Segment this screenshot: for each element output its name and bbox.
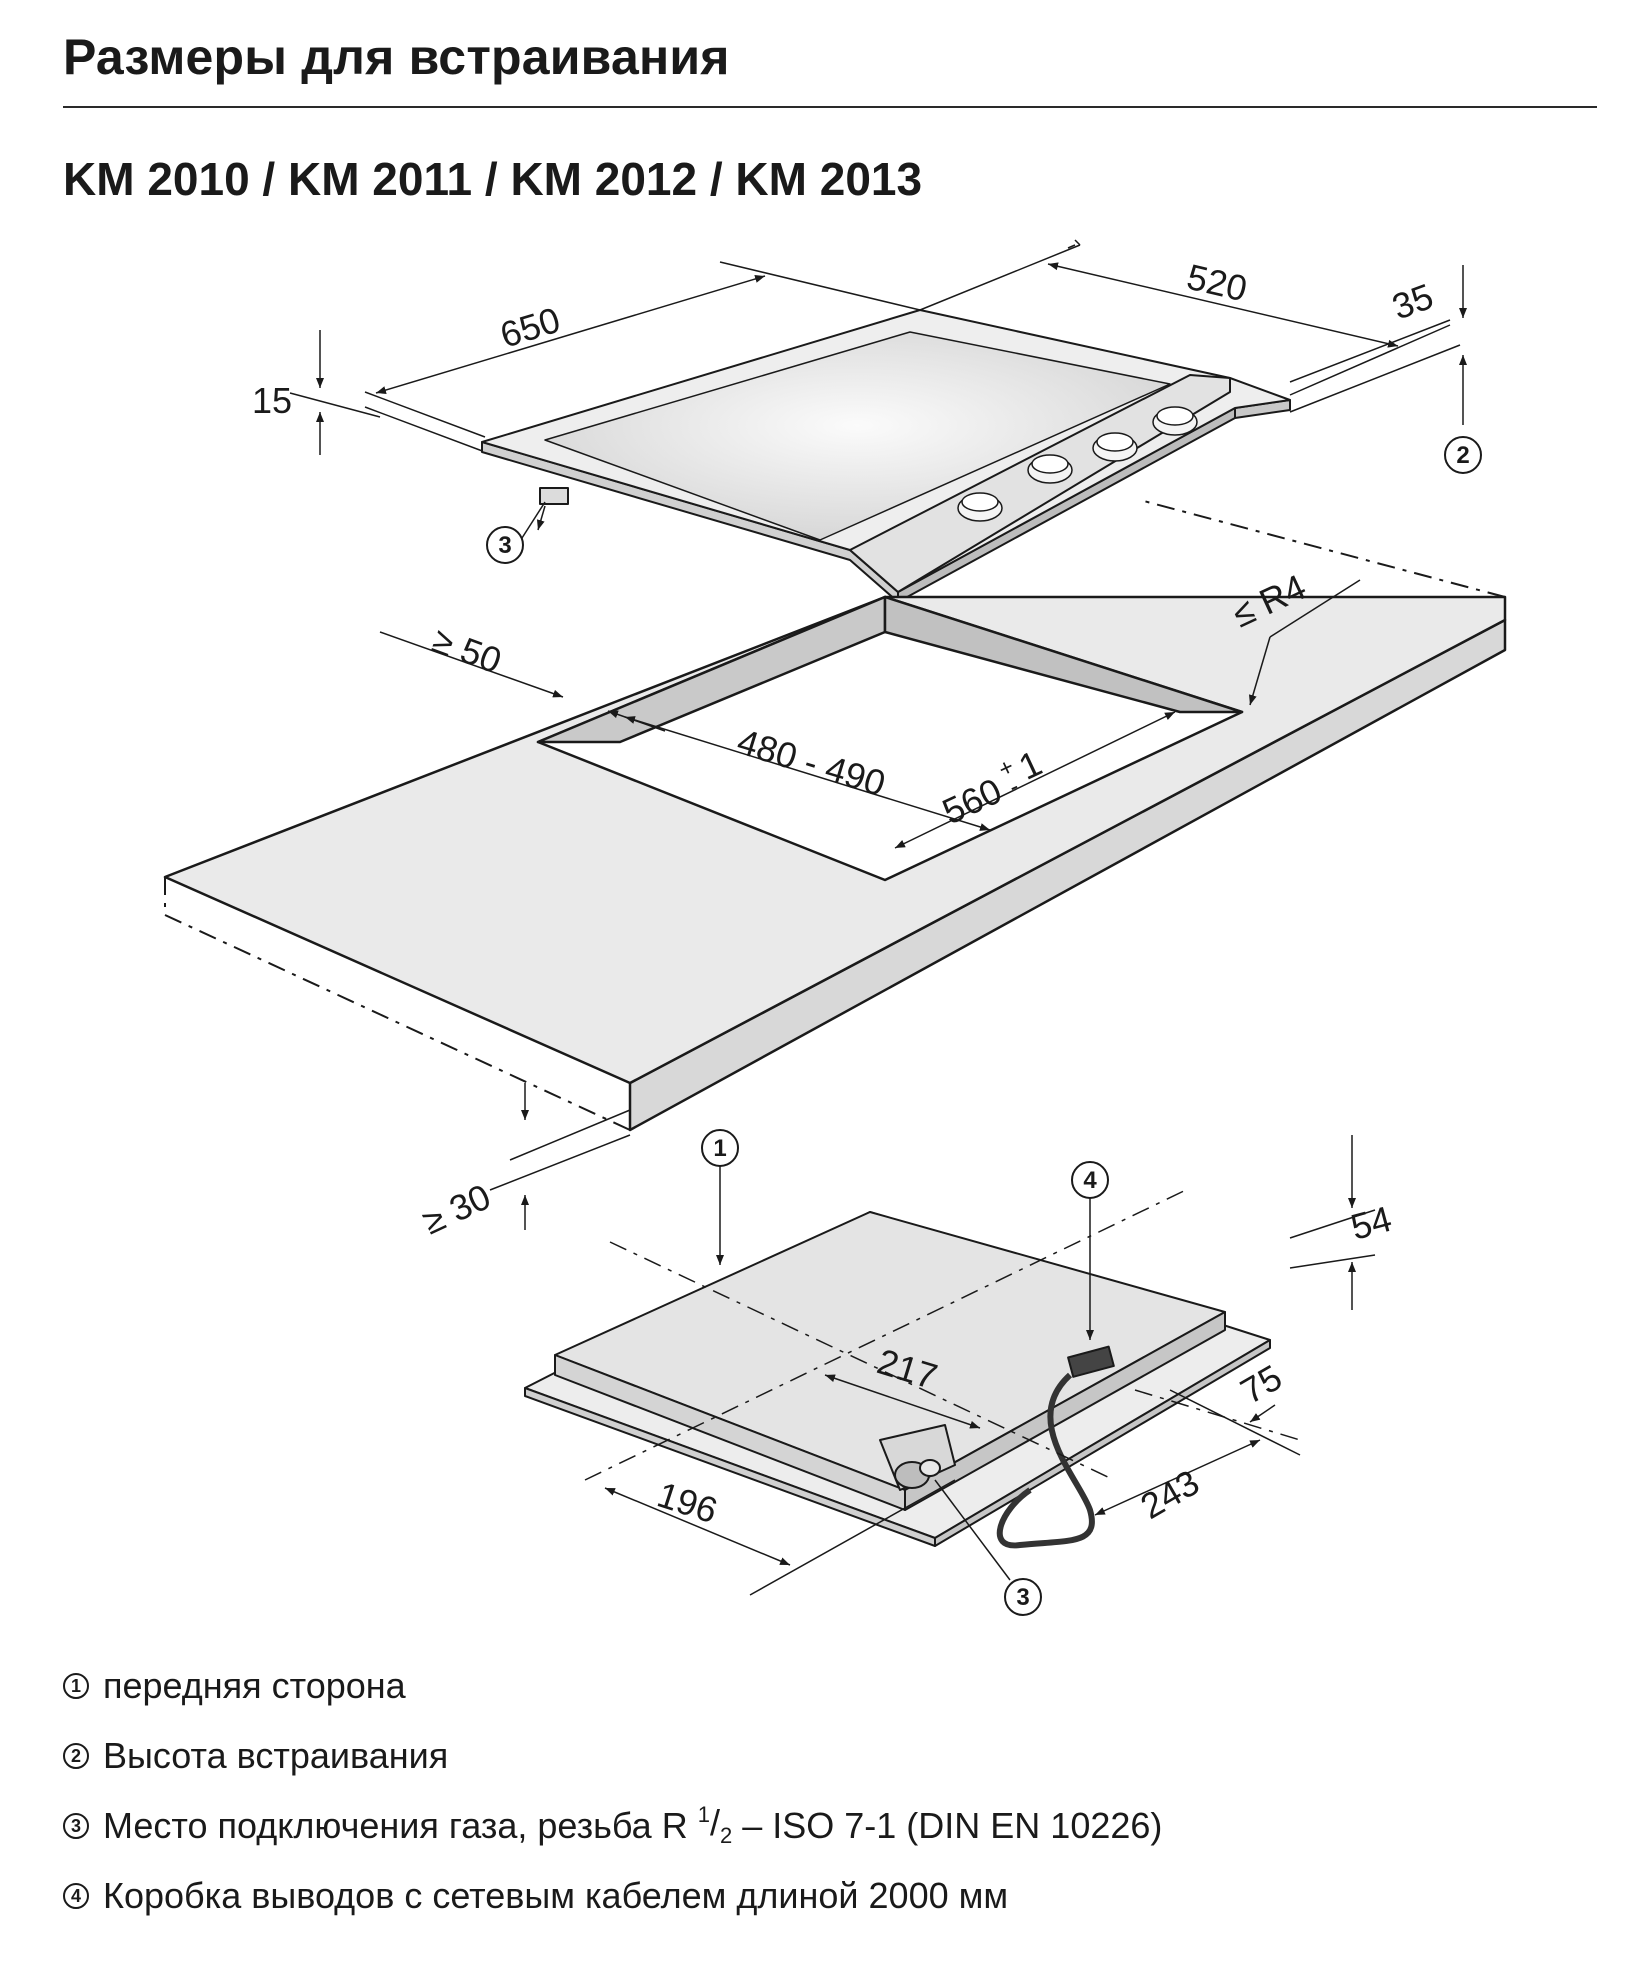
legend-text-4: Коробка выводов с сетевым кабелем длиной…: [103, 1875, 1009, 1916]
legend-badge-2: 2: [63, 1743, 89, 1769]
dim-196: 196: [653, 1474, 723, 1532]
dim-243: 243: [1134, 1461, 1207, 1527]
dim-min-30: ≥ 30: [416, 1176, 497, 1243]
legend-text-1: передняя сторона: [103, 1665, 406, 1706]
dim-15: 15: [252, 380, 292, 421]
legend-item-terminal-box: 4 Коробка выводов с сетевым кабелем длин…: [63, 1875, 1162, 1916]
legend-text-3a: Место подключения газа, резьба R: [103, 1805, 698, 1846]
svg-text:2: 2: [1456, 442, 1469, 469]
callout-3-bottom: 3: [1004, 1578, 1042, 1616]
callout-2: 2: [1444, 436, 1482, 474]
title-divider: [63, 106, 1597, 108]
legend-text-3b: – ISO 7-1 (DIN EN 10226): [732, 1805, 1163, 1846]
legend-text-2: Высота встраивания: [103, 1735, 449, 1776]
legend-item-front-side: 1 передняя сторона: [63, 1665, 1162, 1706]
thread-fraction: 1/2: [697, 1802, 733, 1849]
dim-35: 35: [1387, 275, 1439, 327]
legend-badge-4: 4: [63, 1883, 89, 1909]
dim-520: 520: [1183, 256, 1251, 309]
legend: 1 передняя сторона 2 Высота встраивания …: [63, 1665, 1163, 1948]
dim-54: 54: [1346, 1198, 1395, 1248]
legend-badge-3: 3: [63, 1813, 89, 1839]
legend-item-gas-connection: 3 Место подключения газа, резьба R 1/2 –…: [63, 1802, 1163, 1849]
countertop-dashed: [164, 499, 1506, 1131]
model-heading: KM 2010 / KM 2011 / KM 2012 / KM 2013: [63, 153, 923, 205]
svg-text:4: 4: [1083, 1167, 1097, 1194]
svg-text:3: 3: [498, 532, 511, 559]
legend-badge-1: 1: [63, 1673, 89, 1699]
hob-dimensions: [289, 244, 1467, 455]
callout-3-top: 3: [486, 501, 546, 564]
knobs: [957, 406, 1198, 522]
callout-4: 4: [1071, 1161, 1109, 1199]
dim-650: 650: [495, 299, 564, 356]
legend-item-installation-height: 2 Высота встраивания: [63, 1735, 1162, 1776]
page-title: Размеры для встраивания: [63, 29, 730, 85]
countertop: [163, 595, 1507, 1132]
underside-dimensions: [584, 1135, 1376, 1596]
svg-text:3: 3: [1016, 1584, 1029, 1611]
hob-top-view: [364, 239, 1461, 603]
callout-1: 1: [701, 1129, 739, 1167]
dim-min-50: ≥ 50: [427, 619, 507, 681]
svg-text:1: 1: [713, 1135, 726, 1162]
cutout-dimensions: [379, 579, 1361, 1230]
